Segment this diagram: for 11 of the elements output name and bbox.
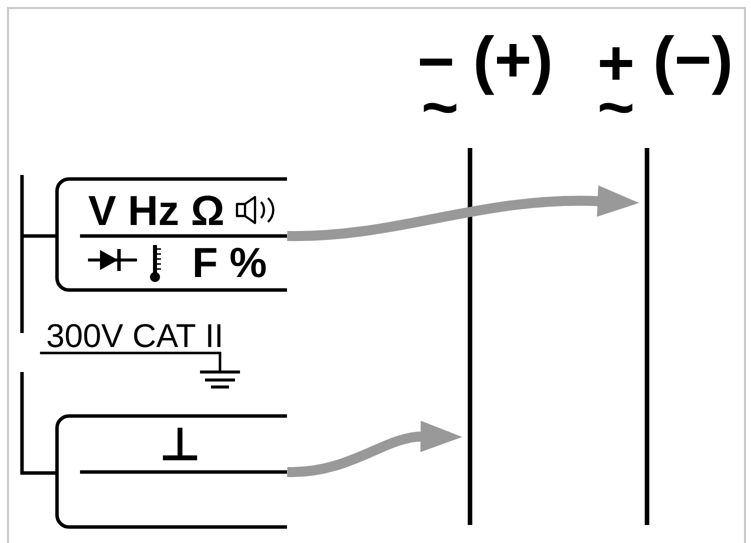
polarity-label: (−) [656, 35, 730, 95]
input-jack: V Hz Ω F % [55, 177, 287, 292]
rating-label: 300V CAT II [47, 324, 220, 348]
polarity-sign: + [600, 47, 632, 80]
polarity-sign: − [420, 58, 452, 66]
input-jack: ⊥ [55, 414, 287, 529]
tilde-sign: ~ [424, 102, 456, 113]
node-label: V Hz Ω [88, 196, 223, 225]
node-label: F % [195, 248, 266, 278]
tilde-sign: ~ [600, 102, 632, 113]
polarity-label: (+) [476, 35, 550, 95]
